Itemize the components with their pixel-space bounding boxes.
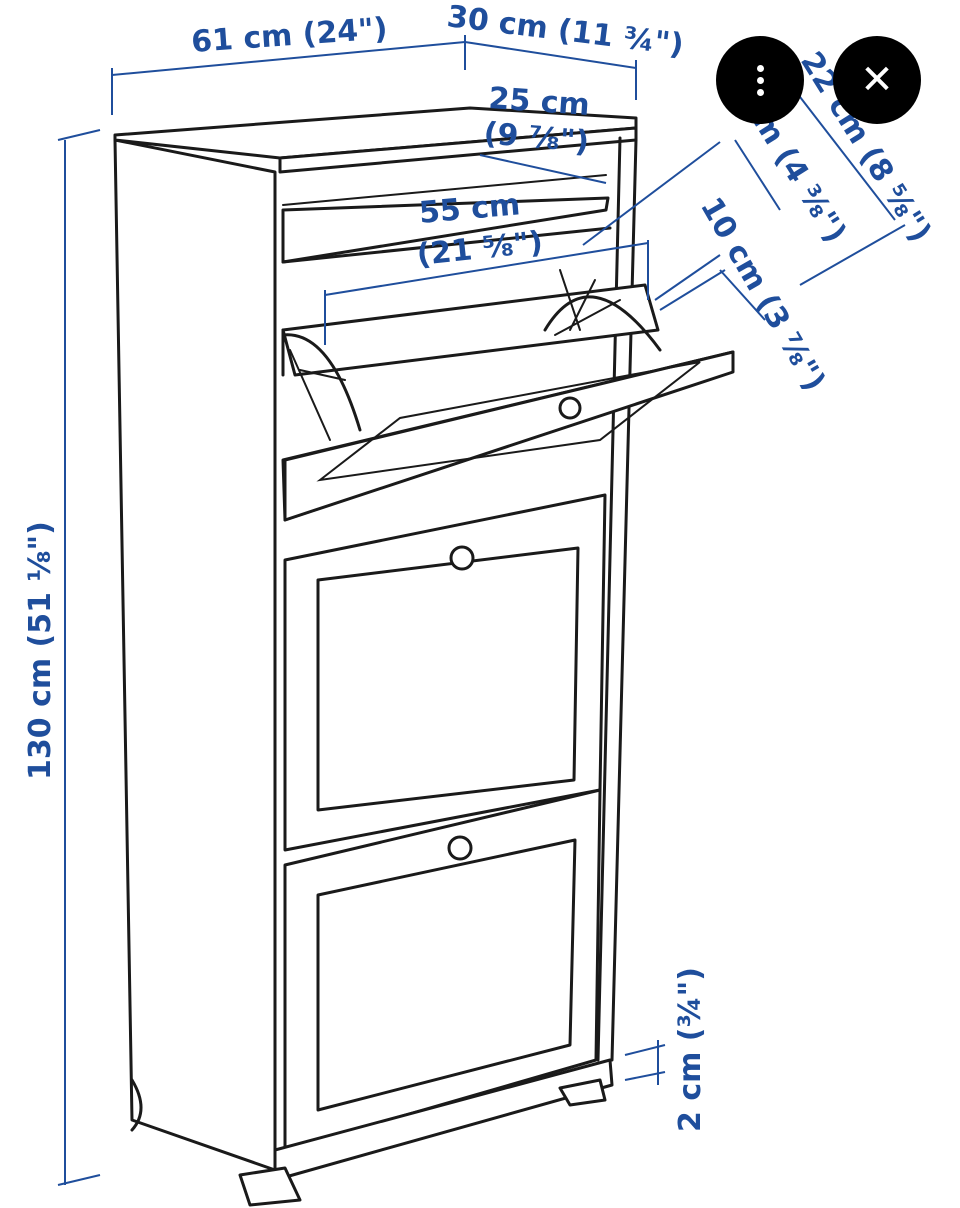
drawer-left-hinge-arc xyxy=(281,333,362,432)
lower-drawer-knob xyxy=(447,835,473,861)
dim-line-diag-c xyxy=(654,254,721,301)
label-height-130: 130 cm (51 ⅛") xyxy=(23,521,58,780)
dimension-lines xyxy=(57,35,906,1186)
dim-line-diag-b xyxy=(789,83,896,221)
top-shelf xyxy=(281,196,610,264)
cabinet-side-panel xyxy=(113,138,277,1172)
dim-line-shelf xyxy=(479,154,607,184)
close-button[interactable]: ✕ xyxy=(833,36,921,124)
dim-line-diag-a xyxy=(582,141,721,246)
drawer-hinge-spokes xyxy=(554,269,621,336)
dim-line-inner-width xyxy=(324,242,649,296)
cabinet-foot-right xyxy=(558,1078,607,1107)
more-options-icon xyxy=(756,64,764,96)
middle-drawer-inset xyxy=(316,546,580,812)
lower-drawer-inset xyxy=(316,838,577,1112)
label-plinth-2: 2 cm (¾") xyxy=(673,967,708,1132)
open-drawer-front xyxy=(283,350,735,522)
drawer-right-hinge-arc xyxy=(543,295,662,352)
dim-line-width xyxy=(111,41,466,76)
open-drawer-knob xyxy=(558,396,582,420)
lower-drawer-front xyxy=(283,788,602,1152)
cabinet-drawing xyxy=(113,106,735,1207)
shelf-back-line xyxy=(282,174,607,206)
middle-drawer-knob xyxy=(449,545,475,571)
cabinet-foot-left xyxy=(130,1078,143,1132)
shelf-lower-edge xyxy=(281,226,612,264)
close-icon: ✕ xyxy=(860,57,894,103)
more-options-button[interactable] xyxy=(716,36,804,124)
drawer-left-spokes xyxy=(289,349,346,441)
cabinet-foot-front xyxy=(238,1166,302,1207)
dim-line-depth xyxy=(464,41,637,69)
open-drawer-front-inset xyxy=(316,361,701,482)
label-shelf-25-cm: 25 cm xyxy=(487,81,590,123)
